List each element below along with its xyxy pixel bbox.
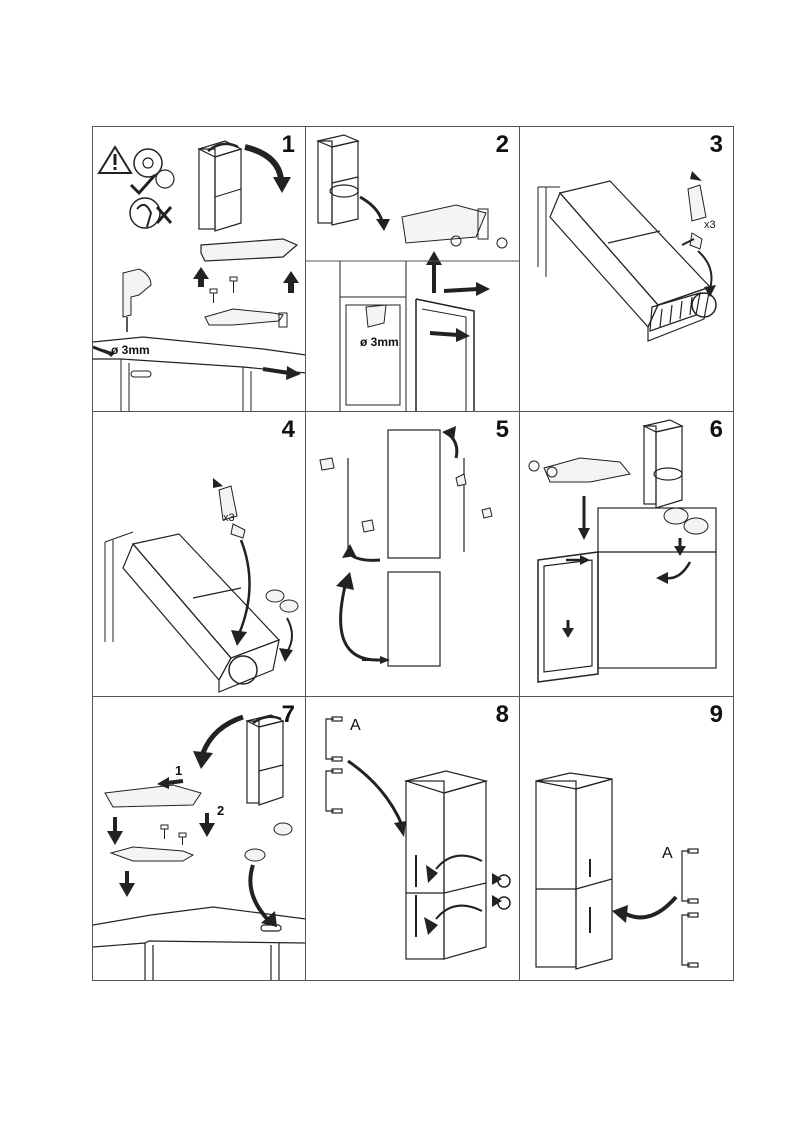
step-number: 6 (709, 416, 723, 443)
handles-drawing (325, 716, 343, 814)
screw-count-label: x3 (704, 219, 716, 231)
step-number: 2 (495, 131, 509, 158)
handle-label: A (662, 845, 673, 862)
order-label-1: 1 (175, 763, 183, 778)
fridge-drawing (642, 419, 684, 509)
step-number: 5 (495, 416, 509, 443)
step-9-panel: 9 A (520, 697, 733, 980)
plug-no-icon (129, 197, 173, 229)
drill-drawing (122, 268, 152, 332)
plug-ok-icon (129, 148, 175, 196)
fridge-drawing (535, 772, 613, 970)
step-4-illustration (104, 478, 299, 693)
step-8-illustration (325, 716, 511, 960)
step-5-illustration (319, 426, 493, 667)
warning-icon (97, 145, 133, 174)
step-3-panel: 3 x3 (520, 127, 733, 412)
fridge-drawing (316, 134, 360, 226)
screws (209, 276, 238, 303)
order-label-2: 2 (217, 803, 225, 818)
step-2-panel: 2 ø 3mm (306, 127, 520, 412)
fridge-drawing (197, 140, 243, 232)
step-1-illustration (93, 140, 305, 411)
step-number: 9 (709, 701, 723, 728)
doors-drawing (347, 429, 465, 667)
step-5-panel: 5 (306, 412, 520, 697)
fridge-lying-drawing (549, 180, 712, 342)
handles-drawing (681, 848, 699, 968)
installation-steps-grid: 1 ø 3mm (92, 126, 734, 981)
fridge-drawing (245, 714, 285, 806)
step-number: 4 (281, 416, 295, 443)
step-number: 1 (281, 131, 295, 158)
fridge-drawing (403, 770, 489, 960)
step-9-illustration (535, 772, 699, 970)
step-3-illustration (537, 171, 717, 342)
screw-count-label: x3 (223, 512, 235, 524)
step-7-panel: 7 1 2 (93, 697, 306, 980)
step-4-panel: 4 x3 (93, 412, 306, 697)
step-8-panel: 8 A (306, 697, 520, 980)
step-1-panel: 1 ø 3mm (93, 127, 306, 412)
step-number: 8 (495, 701, 509, 728)
drill-size-label: ø 3mm (111, 343, 150, 357)
step-6-illustration (528, 419, 717, 683)
handle-label: A (350, 717, 361, 734)
step-6-panel: 6 (520, 412, 733, 697)
step-number: 7 (281, 701, 295, 728)
step-2-illustration (306, 134, 519, 411)
fridge-lying-drawing (122, 533, 281, 693)
step-7-illustration (93, 714, 305, 980)
drill-size-label: ø 3mm (360, 335, 399, 349)
step-number: 3 (709, 131, 723, 158)
